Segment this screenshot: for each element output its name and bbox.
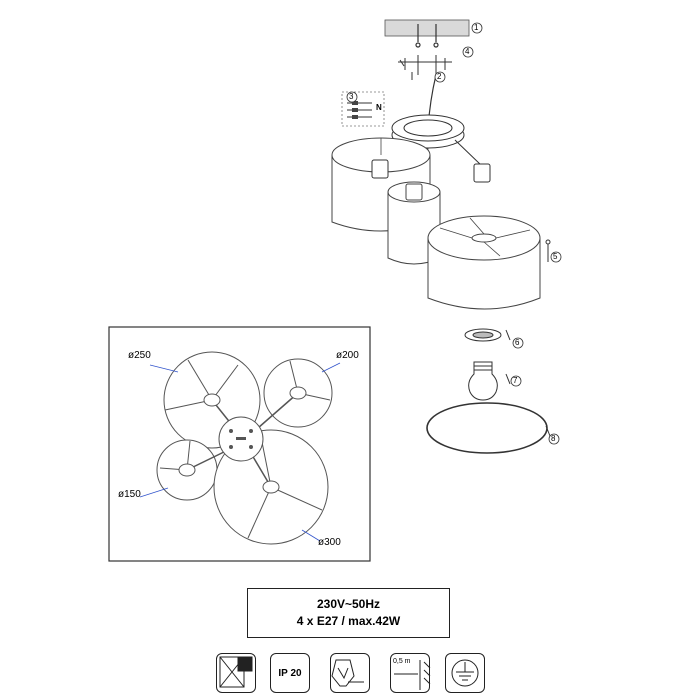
step-number: 4 bbox=[465, 47, 470, 56]
voltage-text: 230V~50Hz bbox=[316, 597, 381, 611]
not-for-insulated-ceiling-icon bbox=[219, 656, 253, 688]
dimension-label-300: ø300 bbox=[318, 537, 341, 548]
ip-rating-icon: IP 20 bbox=[270, 653, 310, 693]
step-number: 5 bbox=[553, 252, 558, 261]
step-number: 7 bbox=[513, 376, 518, 385]
step-number: 3 bbox=[349, 92, 354, 101]
ceiling-plate bbox=[384, 19, 470, 37]
distance-text: 0,5 m bbox=[393, 658, 411, 665]
ip-rating-text: IP 20 bbox=[278, 667, 302, 679]
dimension-label-150: ø150 bbox=[118, 489, 141, 500]
spec-box: 230V~50Hz 4 x E27 / max.42W bbox=[247, 588, 450, 638]
light-bulb-icon bbox=[468, 361, 498, 401]
shade-ring bbox=[464, 328, 502, 342]
dimension-label-200: ø200 bbox=[336, 350, 359, 361]
step-number: 6 bbox=[515, 338, 520, 347]
step-number: 2 bbox=[437, 72, 442, 81]
cold-bulb-icon bbox=[331, 659, 364, 687]
step-markers bbox=[346, 22, 562, 445]
lamp-socket-right bbox=[473, 163, 491, 183]
insulation-warning-icon bbox=[216, 653, 256, 693]
distance-icon: 0,5 m bbox=[390, 653, 430, 693]
mounting-bracket bbox=[398, 55, 452, 80]
lamp-spec-text: 4 x E27 / max.42W bbox=[296, 614, 401, 628]
step-number: 8 bbox=[551, 434, 556, 443]
dimension-label-250: ø250 bbox=[128, 350, 151, 361]
earth-ground-icon bbox=[451, 659, 479, 687]
lamp-socket-left bbox=[371, 159, 389, 179]
wiring-detail bbox=[341, 91, 385, 127]
step-number: 1 bbox=[474, 23, 479, 32]
shade-large bbox=[427, 215, 541, 310]
tool-marks bbox=[399, 59, 551, 437]
bulb-type-icon bbox=[330, 653, 370, 693]
ceiling-screws bbox=[415, 24, 439, 48]
dimension-leaders bbox=[139, 362, 341, 542]
top-view bbox=[156, 351, 333, 545]
screw-icon bbox=[545, 239, 551, 262]
ground-icon bbox=[445, 653, 485, 693]
neutral-label: N bbox=[376, 103, 382, 112]
diffuser bbox=[426, 402, 548, 454]
